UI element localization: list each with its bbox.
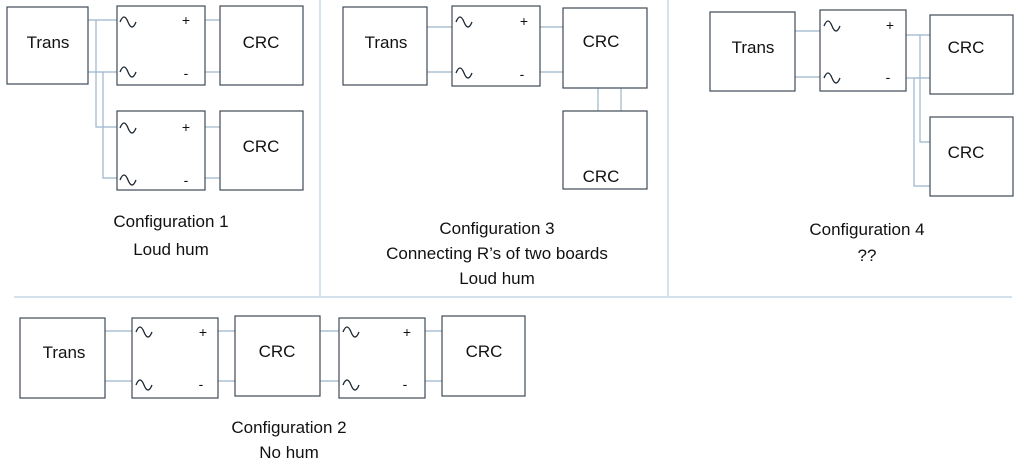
wire: [913, 78, 930, 187]
configuration-4-note: ??: [858, 246, 877, 265]
transformer-label: Trans: [365, 33, 408, 52]
transformer-label: Trans: [27, 33, 70, 52]
crc-label: CRC: [948, 143, 985, 162]
sine-icon: [823, 72, 841, 84]
configuration-1-note: Loud hum: [133, 240, 209, 259]
crc-label: CRC: [583, 167, 620, 186]
crc-box: [219, 110, 304, 191]
transformer-label: Trans: [43, 343, 86, 362]
sine-icon: [342, 326, 360, 338]
sine-icon: [119, 16, 137, 28]
configuration-3-subtitle: Connecting R’s of two boards: [386, 244, 608, 263]
plus-sign: +: [520, 13, 528, 29]
configuration-3-note: Loud hum: [459, 269, 535, 288]
crc-label: CRC: [259, 342, 296, 361]
rectifier-box: [819, 9, 907, 92]
sine-icon: [823, 20, 841, 32]
transformer-box: [342, 6, 428, 86]
transformer-box: [6, 6, 89, 85]
sine-icon: [455, 67, 473, 79]
crc-box: [562, 110, 648, 190]
plus-sign: +: [886, 17, 894, 33]
rectifier-box: [116, 5, 206, 86]
crc-label: CRC: [583, 32, 620, 51]
minus-sign: -: [184, 65, 189, 81]
crc-label: CRC: [948, 38, 985, 57]
rectifier-box: [451, 5, 541, 87]
sine-icon: [455, 16, 473, 28]
rectifier-box: [131, 317, 219, 399]
minus-sign: -: [403, 376, 408, 392]
crc-label: CRC: [466, 342, 503, 361]
configuration-4: Trans + - CRC CRC Configuration 4 ??: [709, 9, 1014, 265]
rectifier-box: [116, 110, 206, 191]
sine-icon: [119, 122, 137, 134]
crc-box: [929, 116, 1014, 197]
configuration-1-title: Configuration 1: [113, 212, 228, 231]
crc-label: CRC: [243, 33, 280, 52]
configuration-2: Trans + - CRC + - CRC Configuration 2 No…: [19, 315, 526, 462]
configuration-1: Trans + - CRC + - CRC Configuration 1 Lo…: [6, 5, 304, 259]
rectifier-box: [338, 317, 426, 399]
configuration-2-note: No hum: [259, 443, 319, 462]
wire: [95, 20, 117, 128]
wire: [919, 35, 930, 143]
configuration-3-title: Configuration 3: [439, 219, 554, 238]
crc-box: [441, 315, 526, 397]
sine-icon: [342, 379, 360, 391]
configuration-3: Trans + - CRC CRC Configuration 3 Connec…: [342, 5, 648, 288]
configuration-2-title: Configuration 2: [231, 418, 346, 437]
plus-sign: +: [199, 324, 207, 340]
minus-sign: -: [520, 66, 525, 82]
transformer-box: [19, 317, 106, 399]
crc-box: [562, 7, 648, 89]
crc-box: [219, 5, 304, 86]
sine-icon: [135, 379, 153, 391]
crc-label: CRC: [243, 137, 280, 156]
sine-icon: [135, 326, 153, 338]
sine-icon: [119, 174, 137, 186]
plus-sign: +: [182, 119, 190, 135]
crc-box: [234, 315, 321, 397]
plus-sign: +: [403, 324, 411, 340]
wire: [102, 72, 117, 179]
transformer-label: Trans: [732, 38, 775, 57]
minus-sign: -: [199, 376, 204, 392]
minus-sign: -: [886, 69, 891, 85]
minus-sign: -: [184, 172, 189, 188]
configuration-4-title: Configuration 4: [809, 220, 924, 239]
transformer-box: [709, 11, 796, 92]
sine-icon: [119, 66, 137, 78]
crc-box: [929, 14, 1014, 95]
plus-sign: +: [182, 12, 190, 28]
